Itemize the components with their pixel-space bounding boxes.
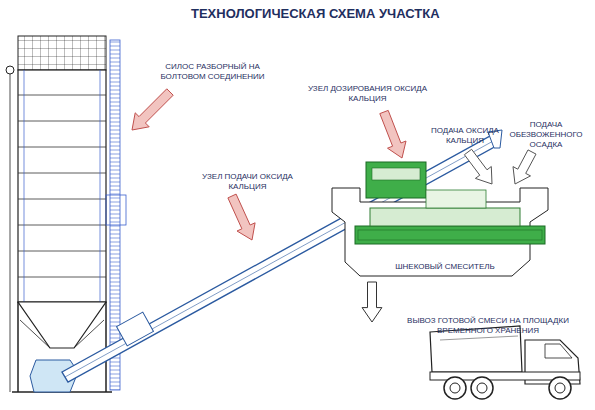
callout-arrow [132,89,173,130]
callout-arrow [513,150,536,184]
callout-label: ШНЕКОВЫЙ СМЕСИТЕЛЬ [380,262,510,272]
callout-label: ПОДАЧА ОКСИДА КАЛЬЦИЯ [430,126,500,146]
callout-label: ВЫВОЗ ГОТОВОЙ СМЕСИ НА ПЛОЩАДКИ ВРЕМЕННО… [388,316,588,336]
callout-label: УЗЕЛ ДОЗИРОВАНИЯ ОКСИДА КАЛЬЦИЯ [300,84,435,104]
callout-label: ПОДАЧА ОБЕЗВОЖЕННОГО ОСАДКА [505,120,587,150]
callout-arrow [464,149,492,184]
callout-label: УЗЕЛ ПОДАЧИ ОКСИДА КАЛЬЦИЯ [190,172,305,192]
silo [6,36,126,392]
diagram-title: ТЕХНОЛОГИЧЕСКАЯ СХЕМА УЧАСТКА [191,6,440,21]
callout-arrow [228,194,255,240]
dump-truck [430,326,580,399]
callout-arrow [362,282,382,322]
callout-label: СИЛОС РАЗБОРНЫЙ НА БОЛТОВОМ СОЕДИНЕНИИ [150,62,275,82]
callout-arrow [380,110,406,158]
